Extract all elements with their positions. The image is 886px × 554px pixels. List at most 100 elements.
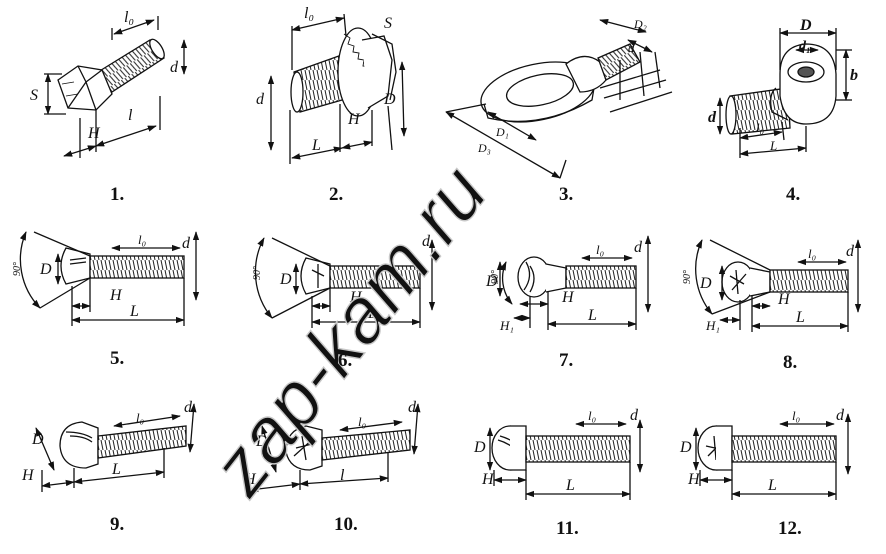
fig5-label-angle: 90°	[12, 262, 23, 276]
fig3-label-D3: D₃	[477, 141, 491, 155]
fig2-label-l0: l₀	[304, 5, 314, 22]
fig5-label-L: L	[129, 303, 139, 320]
figure-7-caption: 7.	[559, 350, 574, 371]
figure-9-round-head-slotted	[35, 403, 197, 492]
fig9-label-H: H	[21, 467, 35, 484]
fig1-label-l: l	[128, 107, 133, 124]
figure-12-caption: 12.	[778, 518, 802, 539]
fig8-label-H1: H₁	[705, 318, 720, 333]
fig7-label-H1: H₁	[499, 318, 514, 333]
fig8-label-D: D	[699, 275, 712, 292]
fig2-label-h: H	[347, 111, 361, 128]
figure-6-countersunk-cross	[254, 237, 436, 328]
fig6-thread	[329, 265, 421, 289]
fig12-label-H: H	[687, 471, 701, 488]
fig4-ring-head	[779, 43, 837, 125]
fig4-label-D: D	[799, 17, 812, 34]
fig10-label-H: H	[243, 471, 257, 488]
fig9-head	[59, 421, 99, 469]
fig6-label-d: d	[422, 233, 431, 250]
figure-10-caption: 10.	[334, 514, 358, 535]
fig2-label-D: D	[383, 91, 396, 108]
fig1-label-s: S	[30, 87, 38, 104]
fig10-thread	[321, 429, 411, 461]
figure-11-cheese-head-slotted	[486, 419, 644, 500]
fig12-label-l0: l₀	[792, 408, 800, 423]
fig2-label-s: S	[384, 15, 392, 32]
fig5-label-H: H	[109, 287, 123, 304]
fig11-thread	[525, 435, 631, 463]
fig4-label-d1: d₁	[799, 39, 811, 54]
figure-4-ring-eye-bolt	[716, 28, 852, 158]
fig2-label-L: L	[311, 137, 321, 154]
fig7-label-L: L	[587, 307, 597, 324]
fig7-label-d: d	[634, 239, 643, 256]
fig1-label-l0: l₀	[124, 9, 134, 26]
fig5-label-l0: l₀	[138, 232, 146, 247]
fig5-thread	[89, 255, 185, 279]
fig12-label-D: D	[679, 439, 692, 456]
fig8-label-H: H	[777, 291, 791, 308]
fig11-label-d: d	[630, 407, 639, 424]
figure-12-cheese-head-cross	[692, 413, 852, 500]
fig3-label-d: d	[628, 40, 635, 55]
fig3-label-d2: D₂	[633, 17, 647, 31]
fig5-label-d: d	[182, 235, 191, 252]
fig11-label-l0: l₀	[588, 408, 596, 423]
figure-2-caption: 2.	[329, 184, 344, 205]
fig8-label-angle: 90°	[682, 270, 693, 284]
fig8-thread	[769, 269, 849, 293]
fig7-thread	[565, 265, 637, 289]
fig11-label-D: D	[473, 439, 486, 456]
fig4-label-b: b	[850, 67, 858, 84]
fig6-label-D: D	[279, 271, 292, 288]
fig11-label-H: H	[481, 471, 495, 488]
figure-5-caption: 5.	[110, 348, 125, 369]
fig9-thread	[97, 425, 187, 459]
figure-7-raised-countersunk-slotted	[496, 235, 652, 330]
fig9-label-d: d	[184, 399, 193, 416]
fig6-label-angle: 90°	[252, 266, 263, 280]
fig12-thread	[731, 435, 837, 463]
fig8-label-L: L	[795, 309, 805, 326]
fig9-label-D: D	[31, 431, 44, 448]
fig10-label-l: l	[340, 467, 345, 484]
figure-3-eye-bolt	[445, 18, 673, 179]
fig12-label-L: L	[767, 477, 777, 494]
fig8-head	[721, 261, 755, 303]
fig7-label-H: H	[561, 289, 575, 306]
fig5-head	[60, 247, 91, 285]
figure-10-round-head-cross	[249, 403, 421, 493]
fig10-label-l0: l₀	[358, 414, 366, 429]
fig9-label-l0: l₀	[136, 410, 144, 425]
fig3-thread	[597, 43, 641, 81]
fig7-label-angle: 90°	[490, 270, 501, 284]
fig4-label-d: d	[708, 109, 717, 126]
fig8-label-d: d	[846, 243, 855, 260]
figure-1-caption: 1.	[110, 184, 125, 205]
fig9-label-L: L	[111, 461, 121, 478]
fig5-label-D: D	[39, 261, 52, 278]
figure-11-caption: 11.	[556, 518, 579, 539]
fig6-head	[300, 257, 331, 295]
figure-4-caption: 4.	[786, 184, 801, 205]
fig1-label-h: H	[87, 125, 101, 142]
fig6-label-L: L	[367, 305, 377, 322]
fig10-label-D: D	[255, 433, 268, 450]
fig4-label-L: L	[769, 138, 777, 153]
fig2-label-d: d	[256, 91, 265, 108]
fig3-label-D1: D₁	[495, 125, 509, 139]
figure-5-countersunk-slotted	[19, 231, 200, 326]
fig6-label-H: H	[349, 289, 363, 306]
figure-8-raised-countersunk-cross	[695, 239, 862, 332]
fig8-label-l0: l₀	[808, 246, 816, 261]
figure-9-caption: 9.	[110, 514, 125, 535]
fig7-label-l0: l₀	[596, 242, 604, 257]
figure-8-caption: 8.	[783, 352, 798, 373]
figure-1-hex-bolt	[44, 16, 188, 158]
figure-6-caption: 6.	[338, 350, 353, 371]
fig11-label-L: L	[565, 477, 575, 494]
fig1-label-d: d	[170, 59, 179, 76]
